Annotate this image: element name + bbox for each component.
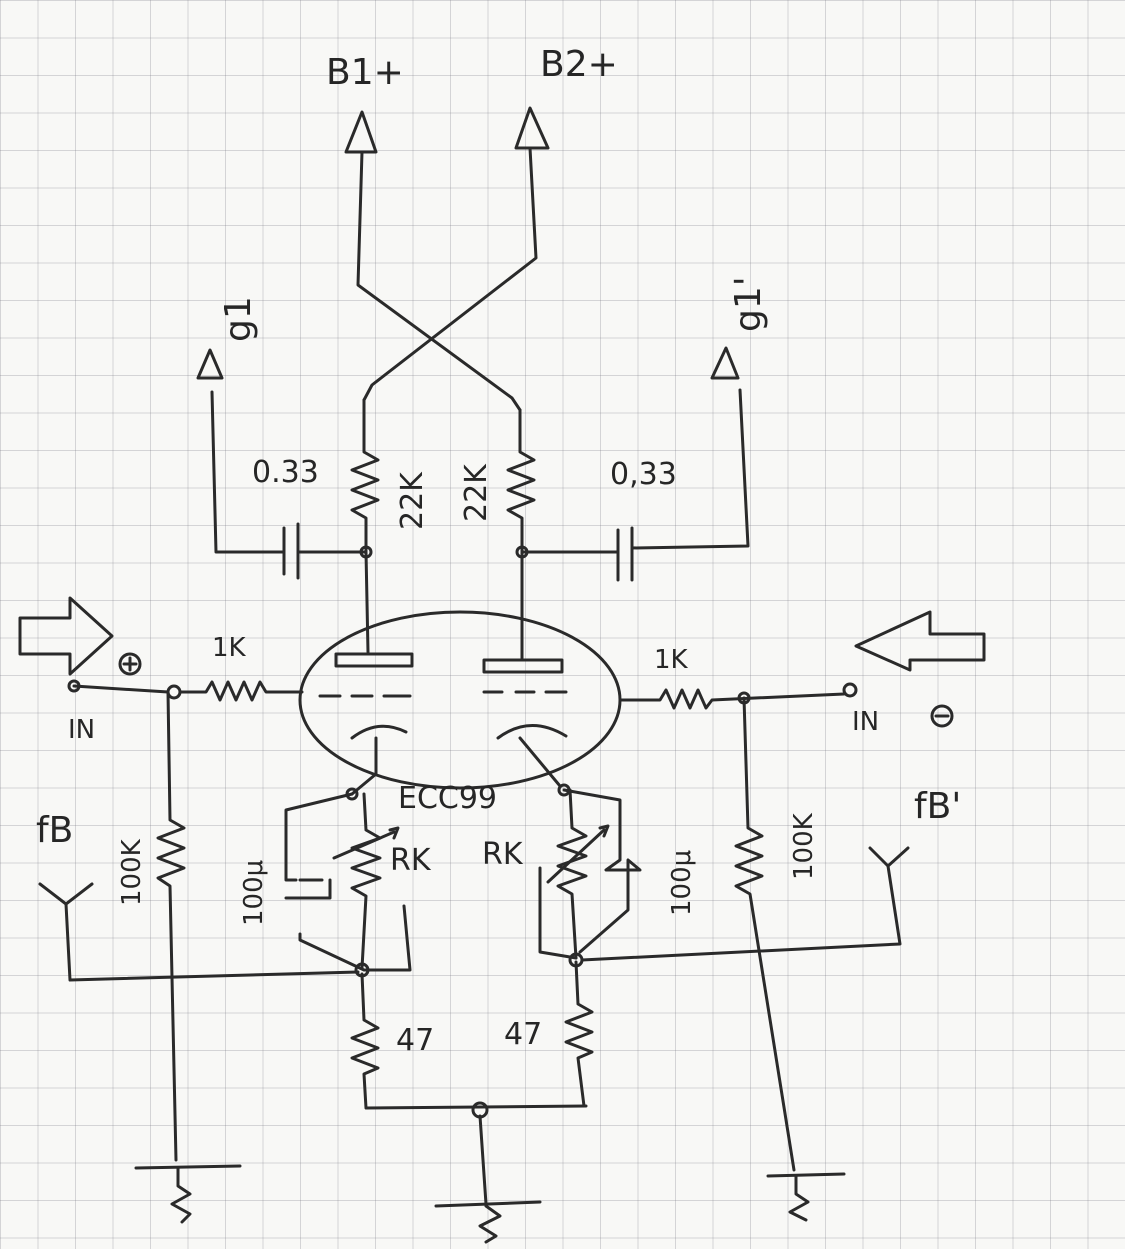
- label-b1: B1+: [326, 52, 404, 93]
- grid-resistor-left: [156, 690, 186, 1162]
- label-g1: g1: [218, 296, 259, 342]
- label-tail-right: 47: [504, 1017, 542, 1052]
- label-grid-resistor-left: 1K: [212, 633, 247, 663]
- label-in-right: IN: [852, 707, 879, 737]
- plate-resistor-left: [350, 398, 380, 554]
- label-tail-left: 47: [396, 1023, 434, 1058]
- label-grid-resistor-right: 1K: [654, 645, 689, 675]
- tail-resistor-left: [350, 972, 588, 1110]
- label-fb-right: fB': [914, 786, 961, 827]
- label-plate-resistor-left: 22K: [395, 471, 430, 530]
- label-fb-left: fB: [36, 810, 73, 851]
- plate-lead-left: [364, 550, 370, 654]
- b2-supply: [362, 106, 550, 402]
- label-plate-resistor-right: 22K: [459, 463, 494, 522]
- label-rk-left: RK: [390, 843, 432, 878]
- cathode-network-left: [284, 736, 412, 978]
- b1-supply: [344, 110, 522, 412]
- label-cap-right: 0,33: [610, 457, 677, 492]
- grid-resistor-right: [734, 696, 796, 1172]
- ground-center: [434, 1101, 542, 1244]
- ground-left: [134, 1164, 242, 1224]
- label-tube-ecc99: ECC99: [398, 781, 497, 816]
- label-grid-resistor-100k-left: 100K: [117, 838, 147, 906]
- coupling-cap-left: [196, 348, 368, 580]
- junction-plate-left: [359, 545, 373, 559]
- label-g1-prime: g1': [728, 276, 769, 332]
- coupling-cap-right: [520, 346, 750, 582]
- label-grid-resistor-100k-right: 100K: [789, 812, 819, 880]
- input-left: [18, 596, 304, 702]
- feedback-right: [580, 846, 910, 962]
- label-in-left: IN: [68, 715, 95, 745]
- label-cap-k-right: 100μ: [667, 850, 697, 916]
- label-b2: B2+: [540, 44, 618, 85]
- tube-ecc99: [298, 610, 622, 790]
- plate-resistor-right: [506, 408, 536, 554]
- junction-plate-right: [515, 545, 529, 559]
- feedback-left: [38, 882, 360, 982]
- label-cap-k-left: 100μ: [239, 860, 269, 926]
- label-cap-left: 0.33: [252, 455, 319, 490]
- label-rk-right: RK: [482, 837, 524, 872]
- tail-resistor-right: [564, 960, 594, 1108]
- cathode-network-right: [518, 736, 642, 968]
- input-right: [618, 610, 986, 728]
- ground-right: [766, 1172, 846, 1222]
